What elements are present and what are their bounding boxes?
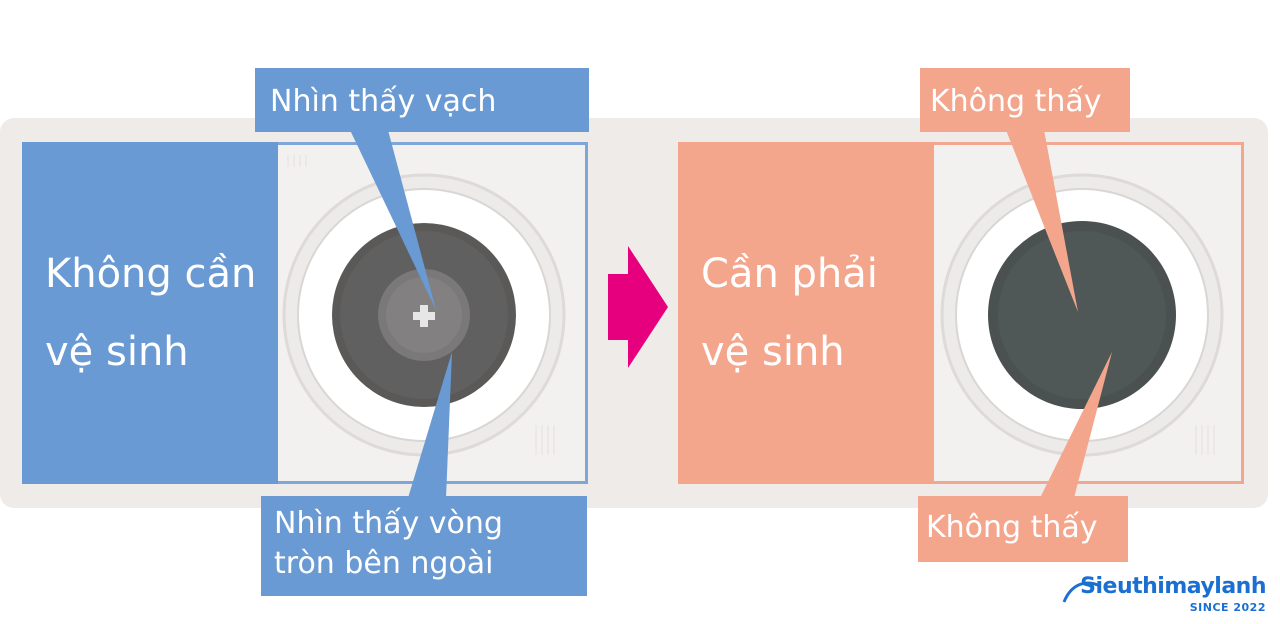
dirty-state-panel: Cần phải vệ sinh xyxy=(678,142,1244,484)
clean-state-panel: Không cần vệ sinh xyxy=(22,142,588,484)
left-bottom-callout-line2: tròn bên ngoài xyxy=(274,546,494,581)
right-top-pointer xyxy=(1006,130,1078,312)
right-top-callout: Không thấy xyxy=(920,68,1130,132)
clean-state-label-line2: vệ sinh xyxy=(45,329,189,375)
right-bottom-pointer xyxy=(1040,352,1112,498)
left-bottom-callout-line1: Nhìn thấy vòng xyxy=(274,506,503,541)
dirty-state-label-line1: Cần phải xyxy=(701,251,878,297)
logo-swoosh-icon xyxy=(1062,581,1101,603)
right-bottom-callout: Không thấy xyxy=(918,496,1128,562)
dirty-state-label: Cần phải vệ sinh xyxy=(678,142,934,484)
logo-name: Sieuthimaylanh xyxy=(1080,574,1266,599)
left-bottom-callout: Nhìn thấy vòng tròn bên ngoài xyxy=(261,496,587,596)
dirty-state-label-line2: vệ sinh xyxy=(701,329,845,375)
left-top-callout-text: Nhìn thấy vạch xyxy=(270,84,497,119)
right-top-callout-text: Không thấy xyxy=(930,84,1102,119)
left-top-callout: Nhìn thấy vạch xyxy=(255,68,589,132)
arrow-right-icon xyxy=(608,246,668,368)
clean-state-label: Không cần vệ sinh xyxy=(22,142,278,484)
left-bottom-pointer xyxy=(408,352,452,498)
clean-state-label-line1: Không cần xyxy=(45,251,257,297)
left-top-pointer xyxy=(350,130,436,310)
dirty-sensor-image xyxy=(934,145,1241,481)
brand-logo: Sieuthimaylanh SINCE 2022 xyxy=(1062,574,1274,620)
right-bottom-callout-text: Không thấy xyxy=(926,510,1098,545)
logo-tagline: SINCE 2022 xyxy=(1189,601,1266,614)
dirty-sensor-photo xyxy=(934,142,1244,484)
clean-sensor-photo xyxy=(278,142,588,484)
clean-sensor-image xyxy=(278,145,585,481)
